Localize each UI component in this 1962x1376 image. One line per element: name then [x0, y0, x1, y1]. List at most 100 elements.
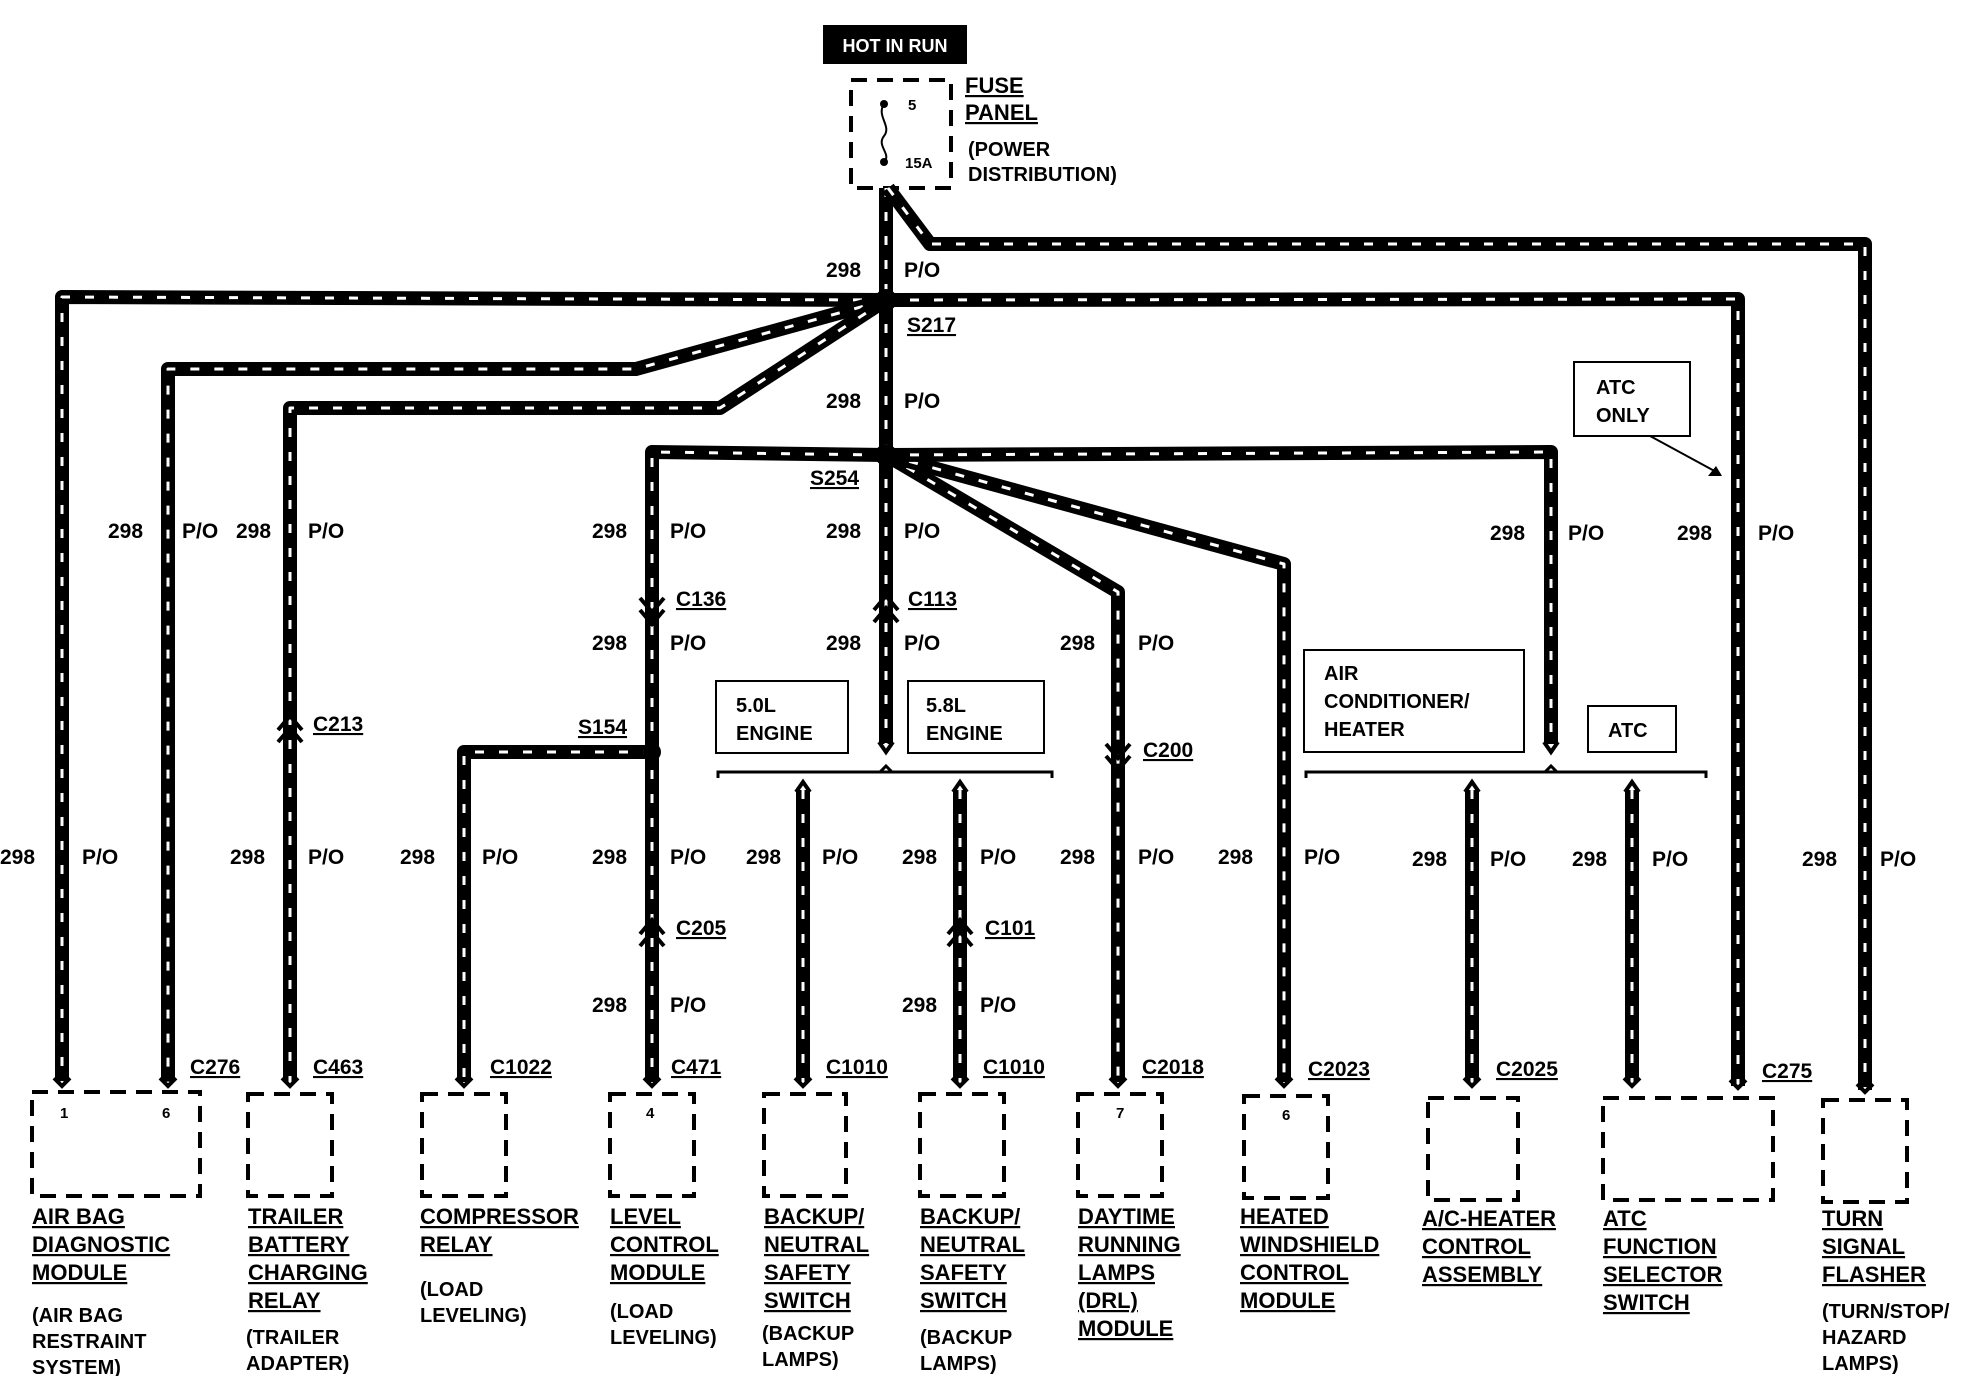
splice-s217: [875, 289, 897, 311]
wire-color: P/O: [1652, 848, 1688, 871]
drl-module-box: [1076, 1092, 1164, 1198]
svg-text:HAZARD: HAZARD: [1822, 1327, 1906, 1349]
svg-text:WINDSHIELD: WINDSHIELD: [1240, 1232, 1379, 1257]
wire-circuit: 298: [826, 632, 861, 655]
svg-text:RESTRAINT: RESTRAINT: [32, 1331, 146, 1353]
backup-switch-1-box: [762, 1092, 848, 1198]
wire-circuit: 298: [400, 846, 435, 869]
svg-text:SYSTEM): SYSTEM): [32, 1357, 121, 1376]
wire-color: P/O: [670, 520, 706, 543]
svg-text:TRAILER: TRAILER: [248, 1204, 343, 1229]
svg-text:BATTERY: BATTERY: [248, 1232, 350, 1257]
svg-text:AIR BAG: AIR BAG: [32, 1204, 125, 1229]
wire-circuit: 298: [826, 520, 861, 543]
svg-text:(DRL): (DRL): [1078, 1288, 1138, 1313]
splice-s254-label: S254: [810, 467, 859, 490]
wire-circuit: 298: [1412, 848, 1447, 871]
svg-text:FUNCTION: FUNCTION: [1603, 1234, 1717, 1259]
level-pin-4: 4: [646, 1105, 655, 1122]
trailer-relay-box: [246, 1092, 334, 1198]
fuse-panel-title-1: FUSE: [965, 73, 1024, 98]
ac-heater-option-label-2: CONDITIONER/: [1324, 691, 1470, 713]
engine-50l-box: [715, 680, 849, 754]
connector-c136: C136: [676, 588, 726, 611]
svg-text:SWITCH: SWITCH: [764, 1288, 851, 1313]
svg-text:LAMPS): LAMPS): [920, 1353, 997, 1375]
wire-circuit: 298: [1802, 848, 1837, 871]
wire-color: P/O: [1138, 846, 1174, 869]
heated-pin-6: 6: [1282, 1107, 1290, 1124]
ac-heater-option-label-1: AIR: [1324, 663, 1359, 685]
backup-switch-2-label: BACKUP/ NEUTRAL SAFETY SWITCH (BACKUP LA…: [920, 1204, 1025, 1375]
svg-text:CONTROL: CONTROL: [610, 1232, 719, 1257]
heated-windshield-label: HEATED WINDSHIELD CONTROL MODULE: [1240, 1204, 1379, 1313]
backup-switch-1-label: BACKUP/ NEUTRAL SAFETY SWITCH (BACKUP LA…: [762, 1204, 869, 1371]
wire-color: P/O: [904, 632, 940, 655]
heated-windshield-box: [1242, 1094, 1330, 1200]
wire-circuit: 298: [826, 259, 861, 282]
svg-text:(AIR BAG: (AIR BAG: [32, 1305, 123, 1327]
wire-circuit: 298: [592, 994, 627, 1017]
wire-circuit: 298: [108, 520, 143, 543]
wire-color: P/O: [1568, 522, 1604, 545]
wire-color: P/O: [1758, 522, 1794, 545]
svg-text:NEUTRAL: NEUTRAL: [764, 1232, 869, 1257]
atc-switch-label: ATC FUNCTION SELECTOR SWITCH: [1603, 1206, 1723, 1315]
connector-c463: C463: [313, 1056, 363, 1079]
connector-c2025: C2025: [1496, 1058, 1558, 1081]
wire-color: P/O: [1880, 848, 1916, 871]
wire-labels: 298 P/O 298 P/O 298 P/O 298 P/O 298 P/O …: [0, 259, 1916, 1017]
connector-c113: C113: [908, 588, 957, 611]
svg-text:A/C-HEATER: A/C-HEATER: [1422, 1206, 1556, 1231]
wire-color: P/O: [1490, 848, 1526, 871]
component-boxes: [30, 1090, 1909, 1204]
svg-text:(TRAILER: (TRAILER: [246, 1327, 340, 1349]
svg-text:FLASHER: FLASHER: [1822, 1262, 1926, 1287]
wire-color: P/O: [182, 520, 218, 543]
compressor-relay-label: COMPRESSOR RELAY (LOAD LEVELING): [420, 1204, 579, 1327]
wire-circuit: 298: [1218, 846, 1253, 869]
splice-s154-label: S154: [578, 716, 627, 739]
wire-color: P/O: [308, 846, 344, 869]
wire-color: P/O: [670, 846, 706, 869]
svg-text:SWITCH: SWITCH: [920, 1288, 1007, 1313]
level-control-box: [608, 1092, 696, 1198]
connector-c2018: C2018: [1142, 1056, 1204, 1079]
wire-color: P/O: [980, 846, 1016, 869]
wire-circuit: 298: [0, 846, 35, 869]
svg-text:MODULE: MODULE: [32, 1260, 127, 1285]
trailer-relay-label: TRAILER BATTERY CHARGING RELAY (TRAILER …: [246, 1204, 368, 1375]
turn-flasher-box: [1821, 1098, 1909, 1204]
connector-c1010a: C1010: [826, 1056, 888, 1079]
svg-text:LEVELING): LEVELING): [610, 1327, 717, 1349]
wire-circuit: 298: [826, 390, 861, 413]
connector-c1010b: C1010: [983, 1056, 1045, 1079]
ac-heater-option-box: [1303, 649, 1525, 753]
svg-text:LAMPS): LAMPS): [1822, 1353, 1899, 1375]
atc-switch-box: [1601, 1096, 1775, 1202]
turn-flasher-label: TURN SIGNAL FLASHER (TURN/STOP/ HAZARD L…: [1822, 1206, 1950, 1375]
drl-module-label: DAYTIME RUNNING LAMPS (DRL) MODULE: [1078, 1204, 1181, 1341]
wire-circuit: 298: [1060, 846, 1095, 869]
fuse-number: 5: [908, 97, 916, 114]
wire-color: P/O: [980, 994, 1016, 1017]
connector-c213: C213: [313, 713, 363, 736]
wire-color: P/O: [482, 846, 518, 869]
fuse-rating: 15A: [905, 155, 933, 172]
svg-text:DIAGNOSTIC: DIAGNOSTIC: [32, 1232, 170, 1257]
wire-circuit: 298: [1677, 522, 1712, 545]
svg-text:CONTROL: CONTROL: [1422, 1234, 1531, 1259]
wire-circuit: 298: [1060, 632, 1095, 655]
splice-s254: [875, 444, 897, 466]
drl-pin-7: 7: [1116, 1105, 1124, 1122]
hot-in-run-badge: [823, 25, 967, 64]
engine-50l-label-1: 5.0L: [736, 695, 776, 717]
level-control-label: LEVEL CONTROL MODULE (LOAD LEVELING): [610, 1204, 719, 1349]
airbag-module-label: AIR BAG DIAGNOSTIC MODULE (AIR BAG RESTR…: [32, 1204, 170, 1376]
wire-color: P/O: [670, 632, 706, 655]
connector-c101: C101: [985, 917, 1036, 940]
svg-text:CONTROL: CONTROL: [1240, 1260, 1349, 1285]
svg-text:BACKUP/: BACKUP/: [764, 1204, 864, 1229]
engine-58l-box: [907, 680, 1045, 754]
